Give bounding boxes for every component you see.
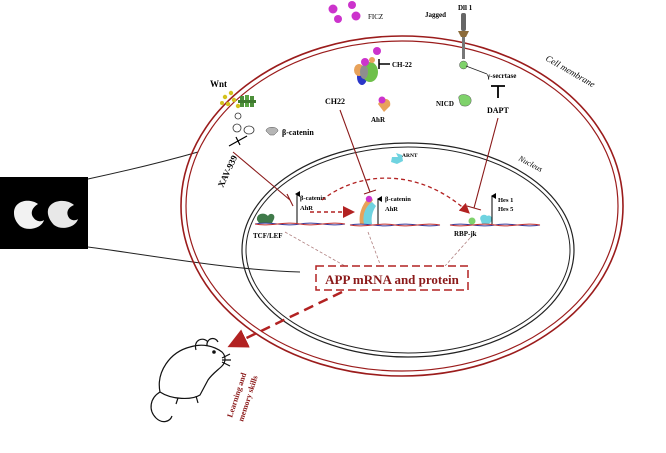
app-to-behavior-arrow	[227, 290, 343, 348]
promoter1-ahr: AhR	[300, 205, 313, 212]
promoter2-ahr: AhR	[385, 206, 398, 213]
rbp-jk-promoter	[468, 193, 496, 225]
zoom-lines	[87, 151, 301, 273]
wnt-label: Wnt	[210, 79, 227, 89]
xav939-label: XAV-939	[216, 153, 240, 189]
nicd-icon	[458, 94, 472, 107]
tcf-lef-protein-icon	[256, 213, 275, 223]
jagged-label: Jagged	[425, 11, 446, 19]
cell-membrane-label: Cell membrane	[544, 53, 597, 89]
nicd-label: NICD	[436, 100, 454, 108]
nucleus	[241, 142, 575, 358]
app-box	[315, 265, 469, 291]
crosstalk-dashed-arc	[321, 177, 470, 214]
tcf-lef-promoter	[295, 191, 300, 224]
dna-strands	[254, 222, 541, 227]
ahr-promoter-complex	[359, 195, 382, 224]
app-box-label: APP mRNA and protein	[325, 272, 460, 287]
xav939-inhibition-bar	[228, 135, 248, 147]
ficz-label: FICZ	[368, 13, 383, 21]
ch22-mid-label: CH22	[325, 97, 345, 106]
cell-membrane	[180, 35, 624, 377]
ficz-ligands	[328, 1, 361, 23]
gamma-secretase-label: γ-secrtase	[486, 72, 516, 80]
ch22-top-inhibition	[378, 59, 390, 69]
dll1-label: Dll 1	[458, 4, 473, 12]
beta-catenin-icon	[243, 125, 279, 136]
dapt-inhibition-bar	[491, 85, 505, 98]
ahr-complex-icon	[354, 47, 381, 85]
tcf-lef-label: TCF/LEF	[253, 232, 283, 240]
gamma-secretase-pointer	[465, 65, 488, 75]
hes1-label: Hes 1	[498, 197, 513, 204]
brain-slice-image	[0, 177, 88, 249]
frizzled-receptor-icon	[238, 95, 256, 107]
dapt-label: DAPT	[487, 106, 509, 115]
rbp-jk-label: RBP-jk	[454, 230, 477, 238]
arnt-icon	[391, 153, 403, 164]
hes5-label: Hes 5	[498, 206, 514, 213]
ch22-inhibition-line	[339, 109, 377, 195]
promoter2-beta-catenin: β-catenin	[385, 196, 411, 203]
lrp-icon	[234, 112, 242, 120]
wnt-ligands	[220, 90, 241, 109]
dishevelled-icon	[232, 123, 242, 133]
mouse-icon	[150, 337, 231, 423]
ahr-cytoplasmic-icon	[378, 96, 391, 112]
notch-receptor-icon	[458, 13, 469, 70]
app-connector-lines	[284, 231, 471, 267]
xav939-inhibition-line	[232, 151, 294, 207]
beta-catenin-label: β-catenin	[282, 128, 314, 137]
ch22-top-label: CH-22	[392, 61, 412, 69]
ahr-cyto-label: AhR	[371, 116, 386, 124]
arnt-label: ARNT	[402, 153, 418, 159]
promoter1-beta-catenin: β-catenin	[300, 195, 326, 202]
